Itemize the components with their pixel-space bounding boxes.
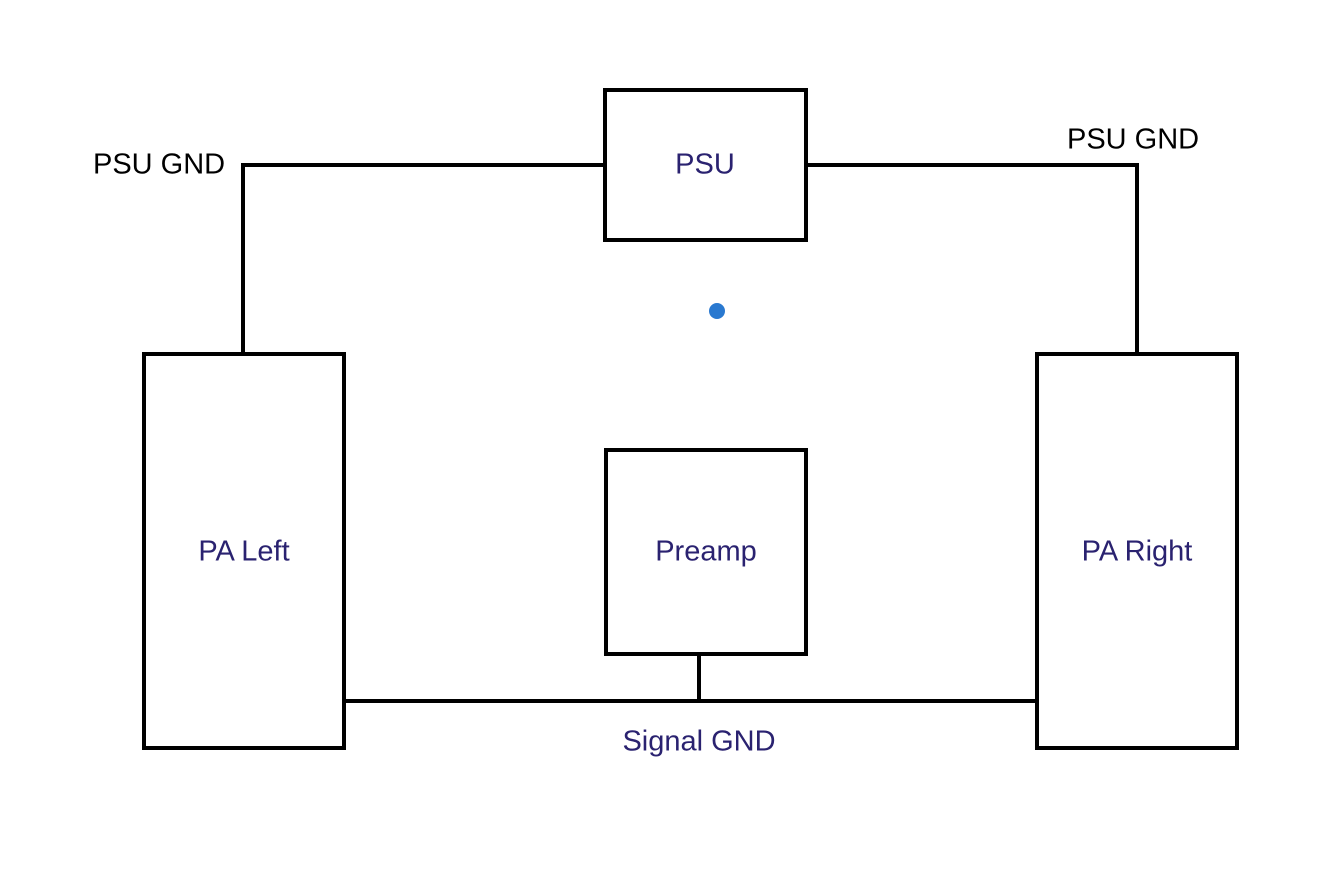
preamp-block[interactable]: Preamp [604, 448, 808, 656]
psu-gnd-right-label: PSU GND [1067, 124, 1199, 156]
preamp-label: Preamp [655, 536, 757, 568]
pa-right-box [1035, 352, 1239, 750]
psu-gnd-left-wire [241, 163, 607, 356]
marker-dot [709, 303, 725, 319]
signal-gnd-label: Signal GND [622, 726, 775, 758]
pa-left-block[interactable]: PA Left [142, 352, 346, 750]
psu-box [603, 88, 808, 242]
pa-left-label: PA Left [198, 536, 289, 568]
pa-right-label: PA Right [1082, 536, 1193, 568]
psu-block[interactable]: PSU [603, 88, 808, 242]
pa-right-block[interactable]: PA Right [1035, 352, 1239, 750]
preamp-box [604, 448, 808, 656]
psu-label: PSU [675, 149, 735, 181]
psu-gnd-right-wire [804, 163, 1139, 356]
pa-left-box [142, 352, 346, 750]
psu-gnd-left-label: PSU GND [93, 149, 225, 181]
